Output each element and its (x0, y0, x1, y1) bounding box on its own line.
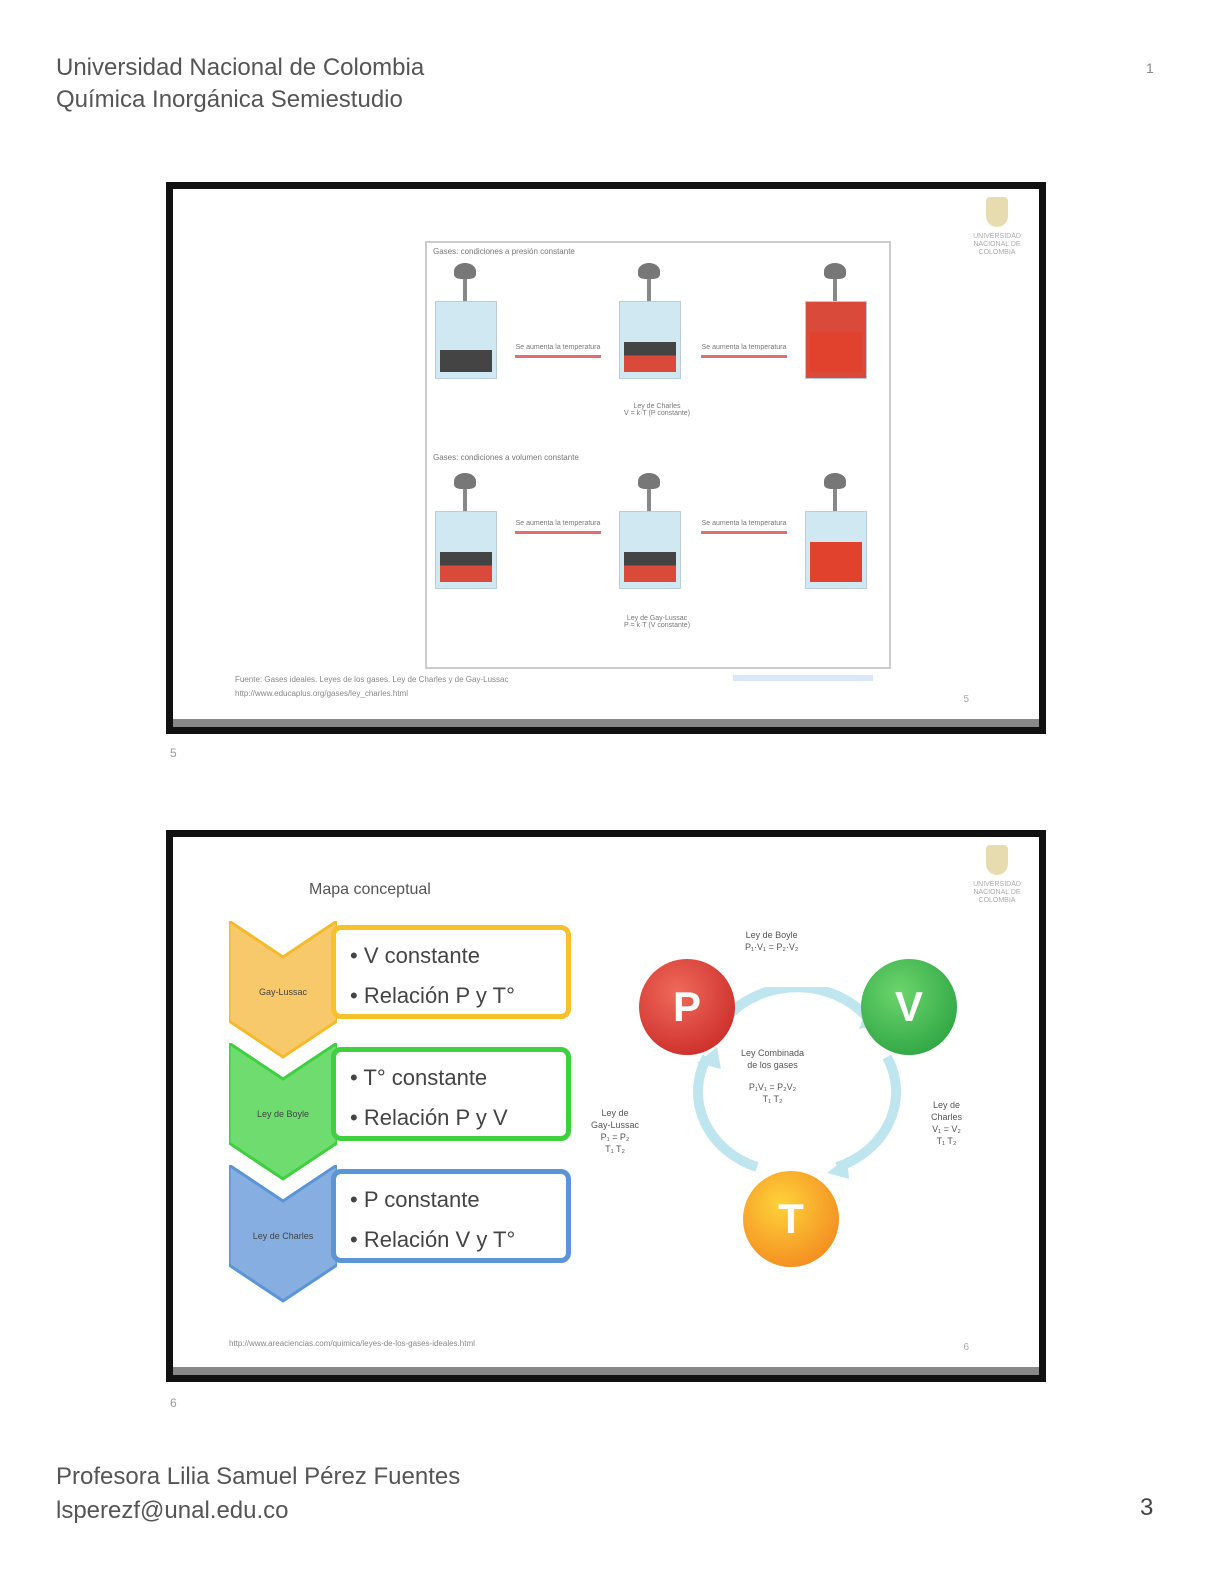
chevron-label: Ley de Charles (252, 1231, 314, 1241)
arrow-label: Se aumenta la temperatura (701, 343, 787, 358)
arrow-label: Se aumenta la temperatura (515, 343, 601, 358)
piston-diagram (805, 263, 867, 379)
piston-diagram (805, 473, 867, 589)
footer-email[interactable]: lsperezf@unal.edu.co (56, 1497, 289, 1524)
page-footer: Profesora Lilia Samuel Pérez Fuentes lsp… (56, 1460, 460, 1528)
law-box-volume-constant: • V constante • Relación P y T° (331, 925, 571, 1019)
chevron-label: Gay-Lussac (258, 987, 308, 997)
footer-author: Profesora Lilia Samuel Pérez Fuentes (56, 1463, 461, 1490)
slide-title: Mapa conceptual (309, 881, 431, 898)
logo-text: UNIVERSIDAD NACIONAL DE COLOMBIA (973, 233, 1021, 256)
corner-mark: 1 (1146, 60, 1154, 76)
slide-thumbnail-1: UNIVERSIDAD NACIONAL DE COLOMBIA Gases: … (166, 182, 1046, 734)
piston-diagram (435, 263, 497, 379)
source-link[interactable]: http://www.areaciencias.com/quimica/leye… (229, 1339, 475, 1348)
weight-icon (824, 263, 846, 279)
weight-icon (638, 473, 660, 489)
link-highlight (733, 675, 873, 681)
figure-caption: Ley de Charles V = k·T (P constante) (623, 403, 691, 417)
shield-icon (986, 197, 1008, 227)
gas-law-figure: Gases: condiciones a presión constante S… (425, 241, 891, 669)
header-institution: Universidad Nacional de Colombia (56, 54, 425, 81)
law-box-pressure-constant: • P constante • Relación V y T° (331, 1169, 571, 1263)
logo-text: UNIVERSIDAD NACIONAL DE COLOMBIA (973, 881, 1021, 904)
university-logo: UNIVERSIDAD NACIONAL DE COLOMBIA (969, 845, 1025, 905)
row-title: Gases: condiciones a volumen constante (433, 453, 579, 462)
figure-caption: Ley de Gay-Lussac P = k·T (V constante) (623, 615, 691, 629)
volume-ball: V (861, 959, 957, 1055)
weight-icon (454, 263, 476, 279)
weight-icon (454, 473, 476, 489)
page-header: Universidad Nacional de Colombia Química… (56, 52, 424, 116)
temperature-ball: T (743, 1171, 839, 1267)
arrow-label: Se aumenta la temperatura (515, 519, 601, 534)
chevron-gay-lussac: Gay-Lussac (229, 921, 337, 1059)
university-logo: UNIVERSIDAD NACIONAL DE COLOMBIA (969, 197, 1025, 257)
slide-bottom-bar (173, 1367, 1039, 1375)
weight-icon (824, 473, 846, 489)
piston-diagram (619, 263, 681, 379)
source-line: Fuente: Gases ideales. Leyes de los gase… (235, 675, 509, 684)
chevron-label: Ley de Boyle (256, 1109, 310, 1119)
slide-bottom-bar (173, 719, 1039, 727)
slide-thumbnail-2: UNIVERSIDAD NACIONAL DE COLOMBIA Mapa co… (166, 830, 1046, 1382)
slide-number: 5 (170, 746, 177, 760)
pressure-ball: P (639, 959, 735, 1055)
slide-inner-number: 5 (963, 694, 969, 705)
source-link[interactable]: http://www.educaplus.org/gases/ley_charl… (235, 689, 408, 698)
row-title: Gases: condiciones a presión constante (433, 247, 575, 256)
weight-icon (638, 263, 660, 279)
piston-diagram (619, 473, 681, 589)
slide-number: 6 (170, 1396, 177, 1410)
header-course: Química Inorgánica Semiestudio (56, 86, 403, 113)
slide-inner-number: 6 (963, 1342, 969, 1353)
chevron-charles: Ley de Charles (229, 1165, 337, 1303)
chevron-boyle: Ley de Boyle (229, 1043, 337, 1181)
shield-icon (986, 845, 1008, 875)
law-box-temperature-constant: • T° constante • Relación P y V (331, 1047, 571, 1141)
arrow-label: Se aumenta la temperatura (701, 519, 787, 534)
page-number: 3 (1140, 1494, 1154, 1521)
piston-diagram (435, 473, 497, 589)
